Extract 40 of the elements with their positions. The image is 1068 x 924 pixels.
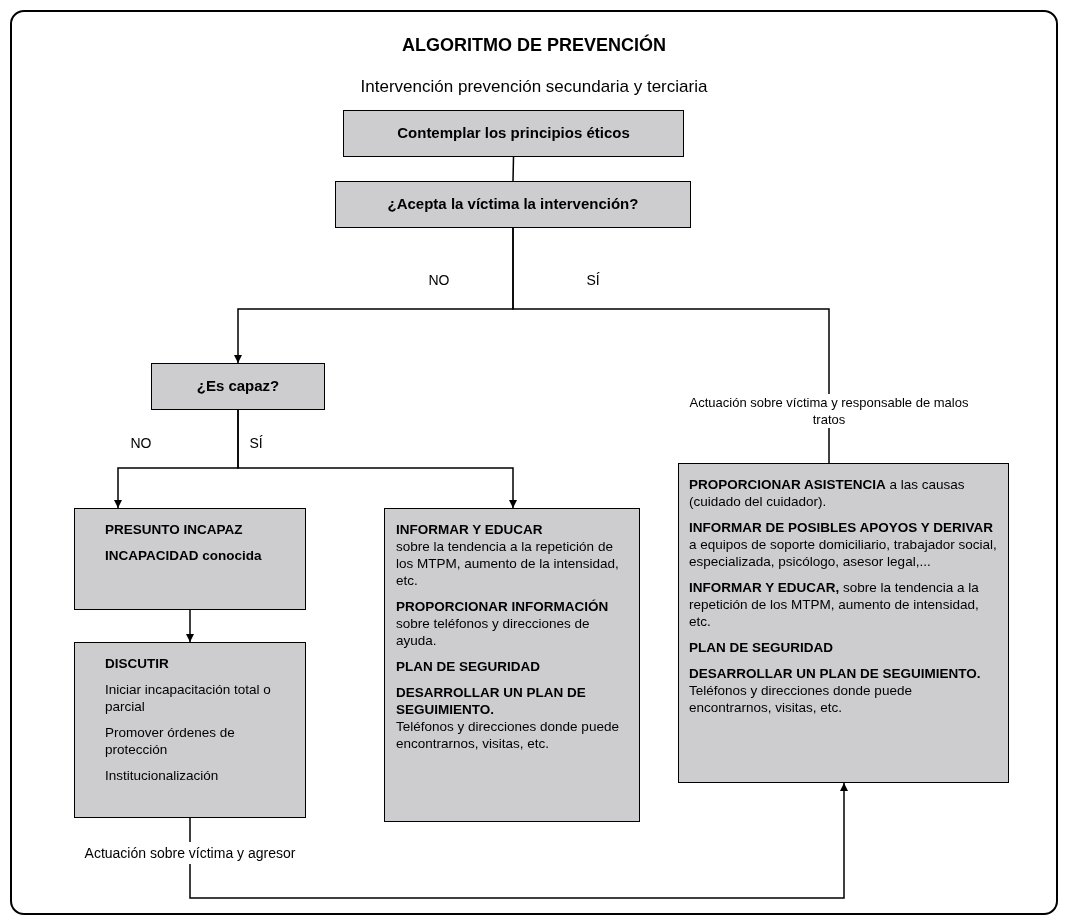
action-box: [678, 463, 1009, 783]
box-text: sobre la tendencia a la repetición de los MTPM, aumento de la intensidad, etc.: [396, 538, 620, 589]
decision-box: [151, 363, 325, 410]
box-heading: PROPORCIONAR INFORMACIÓN: [396, 598, 610, 615]
decision-box: [335, 181, 691, 228]
connector-line: [512, 227, 830, 464]
process-box: [343, 110, 684, 157]
box-text: sobre teléfonos y direcciones de ayuda.: [396, 615, 591, 649]
edge-label: SÍ: [248, 434, 264, 452]
box-heading: ¿Acepta la víctima la intervención?: [387, 194, 639, 215]
subtitle: Intervención prevención secundaria y terciaria: [359, 76, 709, 98]
box-heading: ¿Es capaz?: [196, 376, 280, 397]
edge-label: NO: [129, 434, 153, 452]
box-heading: INCAPACIDAD conocida: [105, 547, 263, 564]
title: ALGORITMO DE PREVENCIÓN: [401, 33, 667, 57]
box-heading: PRESUNTO INCAPAZ: [105, 521, 244, 538]
box-text: Teléfonos y direcciones donde puede encontrarnos, visitas, etc.: [396, 718, 620, 752]
box-text: Promover órdenes de protección: [105, 724, 236, 758]
edge-label: SÍ: [585, 271, 601, 289]
box-text: DESARROLLAR UN PLAN DE SEGUIMIENTO. Teléfonos y direcciones donde puede encontrarnos, visitas, etc.: [689, 665, 982, 716]
connector-line: [512, 156, 515, 182]
box-text: PROPORCIONAR ASISTENCIA a las causas (cuidado del cuidador).: [689, 476, 966, 510]
box-text: Iniciar incapacitación total o parcial: [105, 681, 272, 715]
arrow: [189, 782, 848, 899]
box-heading: PLAN DE SEGURIDAD: [689, 639, 834, 656]
box-heading: DISCUTIR: [105, 655, 170, 672]
box-heading: DESARROLLAR UN PLAN DE SEGUIMIENTO.: [396, 684, 587, 718]
box-text: INFORMAR Y EDUCAR, sobre la tendencia a la repetición de los MTPM, aumento de intensidad, etc.: [689, 579, 980, 630]
box-text: Institucionalización: [105, 767, 220, 784]
note-text: Actuación sobre víctima y responsable de malos tratos: [689, 394, 969, 428]
box-text: INFORMAR DE POSIBLES APOYOS Y DERIVAR a equipos de soporte domiciliario, trabajador social, especializada, psicólogo, asesor legal,...: [689, 519, 998, 570]
action-box: [74, 642, 306, 818]
action-box: [384, 508, 640, 822]
box-heading: INFORMAR Y EDUCAR: [396, 521, 544, 538]
box-heading: PLAN DE SEGURIDAD: [396, 658, 541, 675]
process-box: [74, 508, 306, 610]
box-heading: Contemplar los principios éticos: [397, 123, 630, 144]
arrow: [237, 409, 517, 509]
arrow: [186, 609, 194, 643]
edge-label: NO: [427, 271, 451, 289]
